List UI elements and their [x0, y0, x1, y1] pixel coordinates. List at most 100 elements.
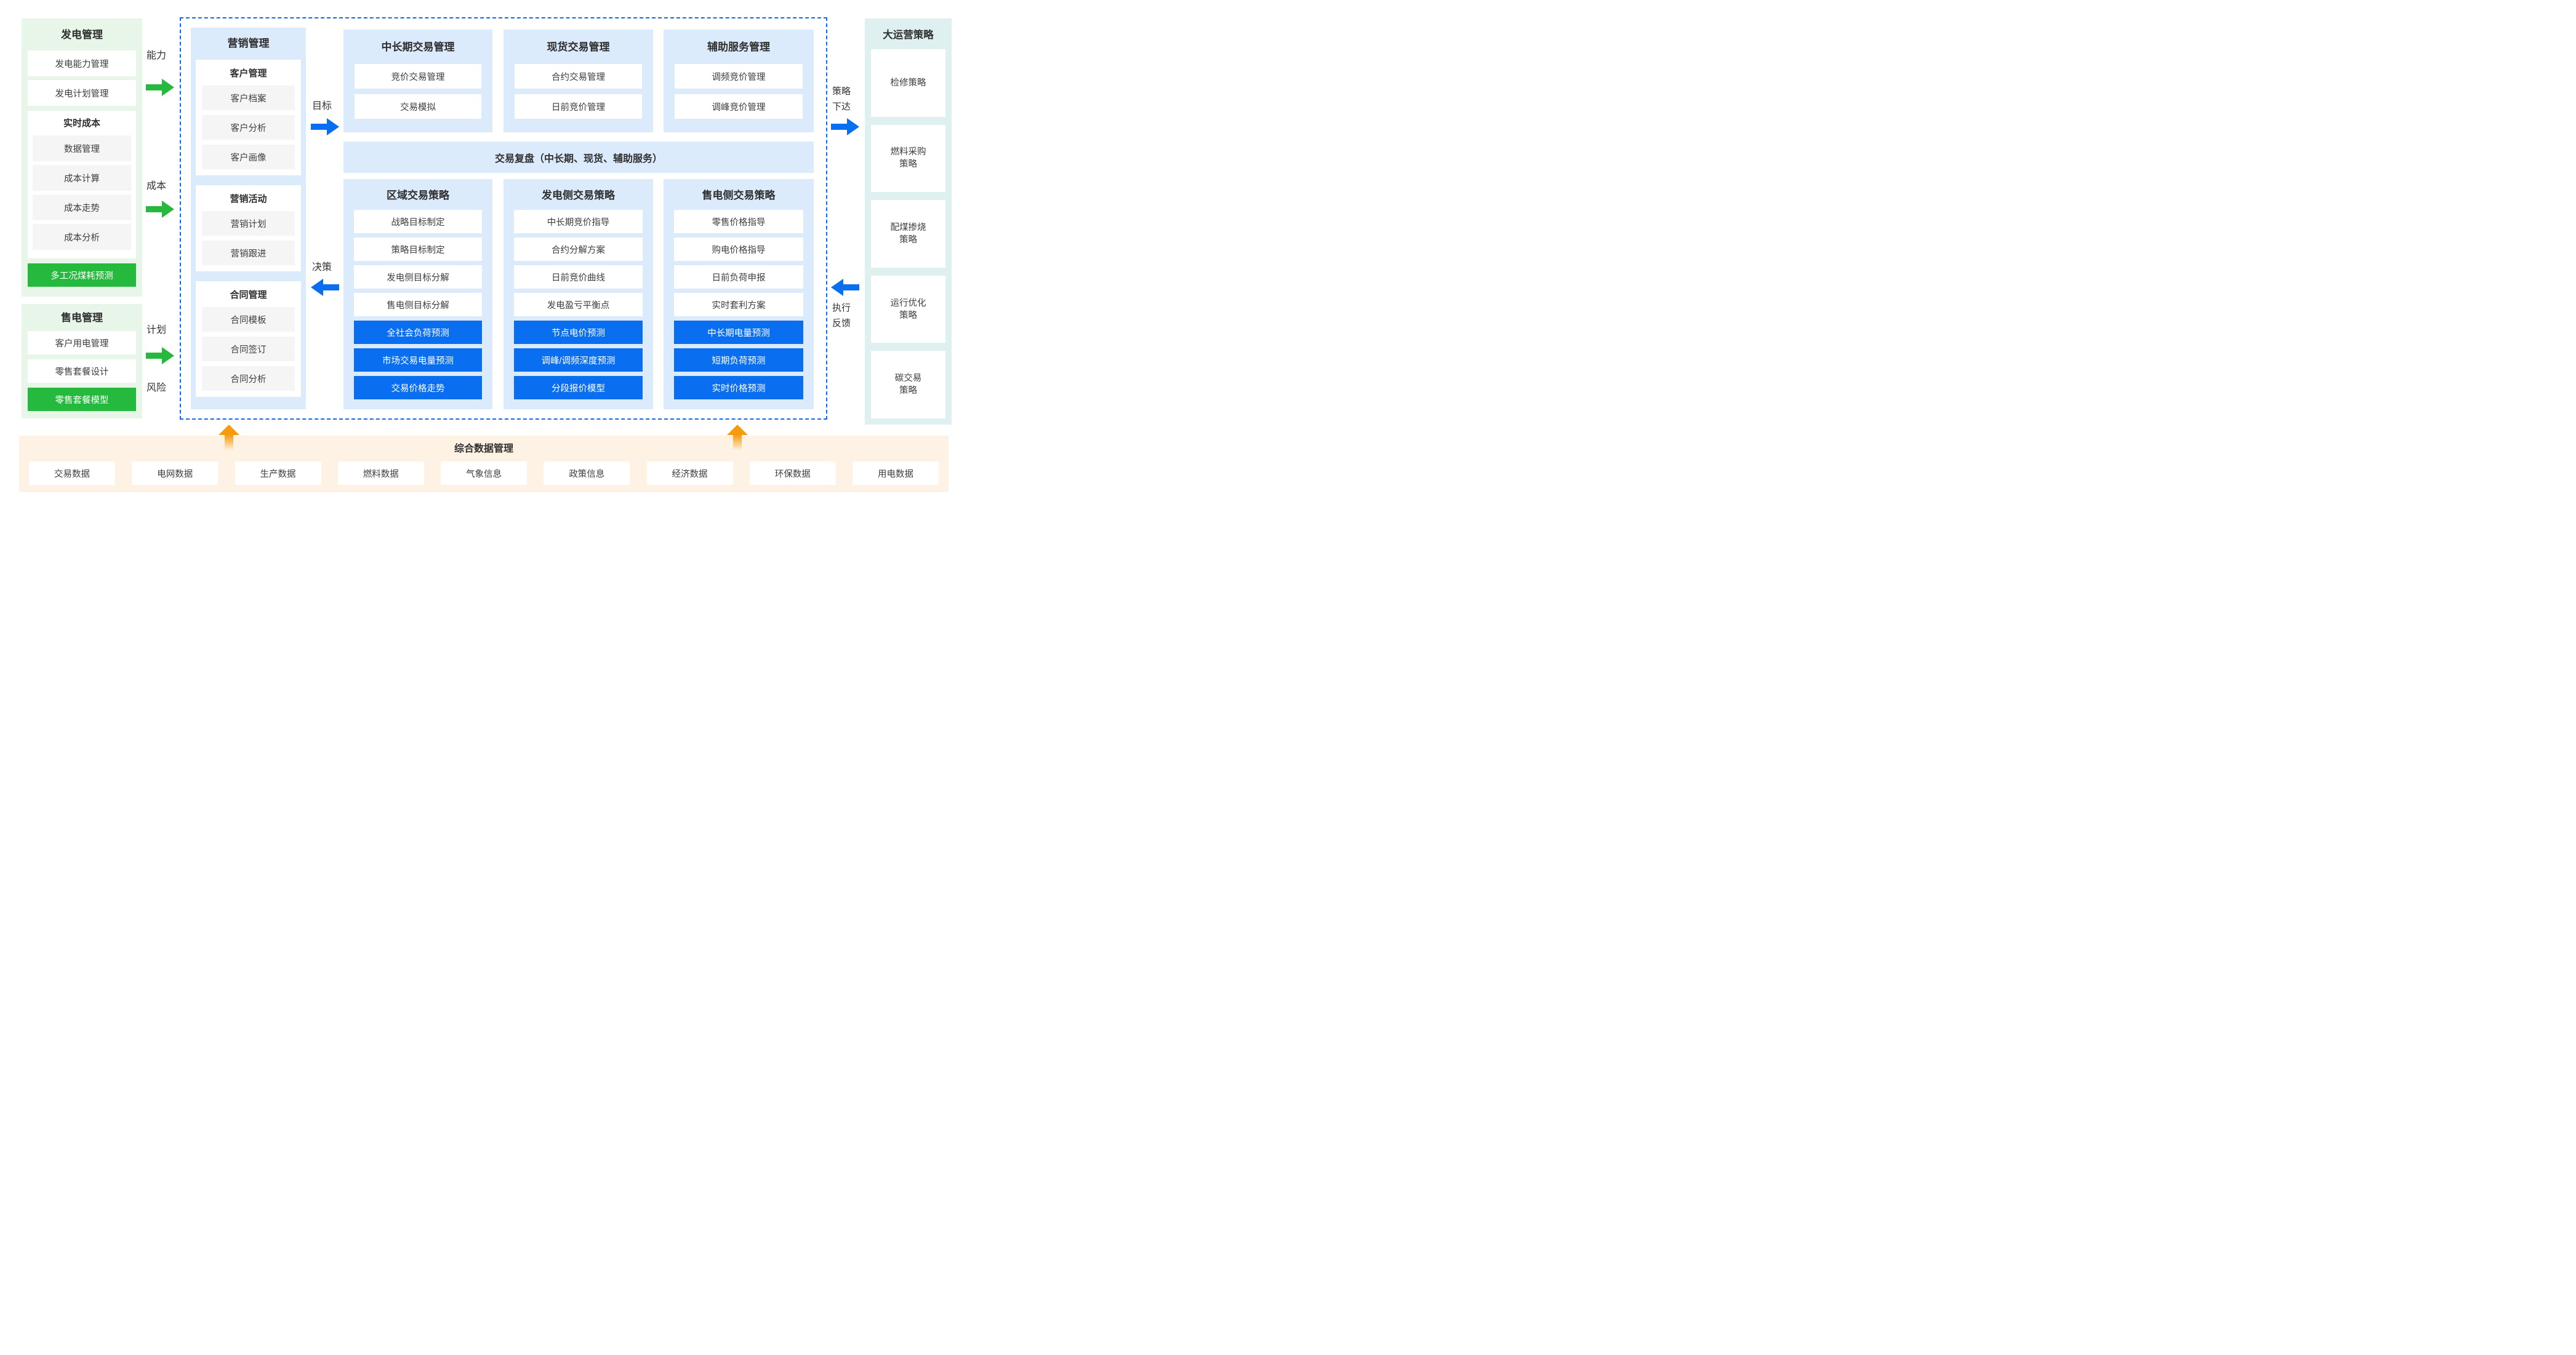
data-source-box: 交易数据 — [29, 462, 115, 485]
highlight-module-box: 短期负荷预测 — [674, 348, 803, 372]
highlight-module-box: 中长期电量预测 — [674, 321, 803, 344]
generation-side-strategy-panel: 发电侧交易策略 中长期竞价指导 合约分解方案 日前竞价曲线 发电盈亏平衡点 节点… — [504, 179, 653, 409]
data-source-row: 交易数据 电网数据 生产数据 燃料数据 气象信息 政策信息 经济数据 环保数据 … — [19, 458, 949, 485]
ability-arrow-right-icon — [146, 79, 174, 96]
panel-title: 发电管理 — [61, 29, 103, 41]
trade-review-bar: 交易复盘（中长期、现货、辅助服务） — [343, 142, 814, 173]
data-flow-up-arrow-icon — [727, 425, 748, 450]
module-box: 发电侧目标分解 — [354, 265, 482, 289]
module-box: 客户画像 — [202, 145, 295, 169]
module-box: 日前负荷申报 — [674, 265, 803, 289]
module-box: 零售价格指导 — [674, 210, 803, 233]
flow-label-ability: 能力 — [146, 50, 167, 61]
highlight-module-box: 全社会负荷预测 — [354, 321, 482, 344]
flow-label-risk: 风险 — [146, 383, 167, 393]
group-title: 实时成本 — [63, 118, 100, 129]
goal-arrow-right-icon — [311, 118, 339, 135]
module-box: 竞价交易管理 — [355, 64, 481, 89]
module-box: 发电计划管理 — [28, 80, 136, 106]
module-box: 成本分析 — [33, 224, 131, 250]
plan-arrow-right-icon — [146, 347, 174, 364]
module-box: 实时套利方案 — [674, 293, 803, 316]
module-box: 交易模拟 — [355, 94, 481, 119]
group-title: 合同管理 — [230, 290, 267, 300]
module-box: 合同签订 — [202, 337, 295, 361]
realtime-cost-group: 实时成本 数据管理 成本计算 成本走势 成本分析 — [28, 111, 136, 258]
module-box: 客户用电管理 — [28, 331, 136, 354]
panel-title: 营销管理 — [227, 38, 270, 49]
module-box: 售电侧目标分解 — [354, 293, 482, 316]
panel-title: 现货交易管理 — [547, 41, 610, 53]
mid-long-term-trade-panel: 中长期交易管理 竞价交易管理 交易模拟 — [343, 30, 492, 132]
module-box: 配煤掺烧 策略 — [871, 200, 945, 268]
module-box: 检修策略 — [871, 49, 945, 117]
panel-title: 售电管理 — [61, 312, 103, 324]
customer-management-group: 客户管理 客户档案 客户分析 客户画像 — [196, 60, 301, 175]
module-box: 合同分析 — [202, 366, 295, 391]
module-box: 发电能力管理 — [28, 50, 136, 76]
flow-label-goal: 目标 — [312, 101, 332, 111]
spot-trade-panel: 现货交易管理 合约交易管理 日前竞价管理 — [504, 30, 653, 132]
module-box: 零售套餐设计 — [28, 359, 136, 383]
module-box: 客户档案 — [202, 86, 295, 110]
module-box: 营销跟进 — [202, 241, 295, 265]
bar-title: 综合数据管理 — [454, 444, 513, 454]
sales-management-panel: 售电管理 客户用电管理 零售套餐设计 零售套餐模型 — [22, 304, 142, 418]
flow-label-plan: 计划 — [146, 325, 167, 335]
highlight-module-box: 实时价格预测 — [674, 376, 803, 399]
highlight-module-box: 交易价格走势 — [354, 376, 482, 399]
data-source-box: 气象信息 — [441, 462, 527, 485]
flow-label-cost: 成本 — [146, 181, 167, 191]
panel-title: 大运营策略 — [883, 30, 934, 41]
module-box: 客户分析 — [202, 115, 295, 140]
module-box: 合约分解方案 — [514, 238, 643, 261]
highlight-module-box: 分段报价模型 — [514, 376, 643, 399]
group-title: 客户管理 — [230, 68, 267, 79]
module-box: 成本走势 — [33, 194, 131, 220]
panel-title: 中长期交易管理 — [381, 41, 455, 53]
panel-title: 辅助服务管理 — [707, 41, 770, 53]
group-title: 营销活动 — [230, 194, 267, 204]
module-box: 营销计划 — [202, 211, 295, 236]
highlight-module-box: 节点电价预测 — [514, 321, 643, 344]
feedback-arrow-left-icon — [831, 279, 859, 296]
operation-strategy-panel: 大运营策略 检修策略 燃料采购 策略 配煤掺烧 策略 运行优化 策略 碳交易 策… — [865, 18, 952, 425]
data-source-box: 用电数据 — [853, 462, 939, 485]
panel-title: 发电侧交易策略 — [542, 190, 615, 201]
cost-arrow-right-icon — [146, 201, 174, 218]
module-box: 日前竞价管理 — [515, 94, 642, 119]
module-box: 发电盈亏平衡点 — [514, 293, 643, 316]
data-flow-up-arrow-icon — [219, 425, 239, 450]
module-box: 日前竞价曲线 — [514, 265, 643, 289]
dispatch-arrow-right-icon — [831, 118, 859, 135]
highlight-module-box: 市场交易电量预测 — [354, 348, 482, 372]
module-box: 战略目标制定 — [354, 210, 482, 233]
data-source-box: 电网数据 — [132, 462, 219, 485]
module-box: 燃料采购 策略 — [871, 124, 945, 193]
module-box: 调峰竞价管理 — [675, 94, 803, 119]
flow-label-feedback: 执行 反馈 — [832, 303, 851, 329]
regional-trade-strategy-panel: 区域交易策略 战略目标制定 策略目标制定 发电侧目标分解 售电侧目标分解 全社会… — [343, 179, 492, 409]
module-box: 合同模板 — [202, 307, 295, 332]
module-box: 数据管理 — [33, 135, 131, 161]
power-trading-architecture-diagram: 发电管理 发电能力管理 发电计划管理 实时成本 数据管理 成本计算 成本走势 成… — [0, 0, 965, 508]
marketing-management-panel: 营销管理 客户管理 客户档案 客户分析 客户画像 营销活动 营销计划 营销跟进 … — [191, 28, 306, 409]
data-management-bar: 综合数据管理 交易数据 电网数据 生产数据 燃料数据 气象信息 政策信息 经济数… — [19, 436, 949, 492]
data-source-box: 生产数据 — [235, 462, 321, 485]
module-box: 策略目标制定 — [354, 238, 482, 261]
sales-side-strategy-panel: 售电侧交易策略 零售价格指导 购电价格指导 日前负荷申报 实时套利方案 中长期电… — [664, 179, 814, 409]
module-box: 成本计算 — [33, 165, 131, 191]
data-source-box: 环保数据 — [749, 462, 836, 485]
generation-management-panel: 发电管理 发电能力管理 发电计划管理 实时成本 数据管理 成本计算 成本走势 成… — [22, 18, 142, 297]
highlight-module-box: 调峰/调频深度预测 — [514, 348, 643, 372]
module-box: 合约交易管理 — [515, 64, 642, 89]
module-box: 购电价格指导 — [674, 238, 803, 261]
module-box: 运行优化 策略 — [871, 275, 945, 343]
module-box: 碳交易 策略 — [871, 351, 945, 418]
decision-arrow-left-icon — [311, 279, 339, 296]
highlight-module-box: 多工况煤耗预测 — [28, 263, 136, 287]
core-dashed-border — [180, 17, 827, 420]
highlight-module-box: 零售套餐模型 — [28, 388, 136, 411]
module-box: 调频竞价管理 — [675, 64, 803, 89]
panel-title: 区域交易策略 — [387, 190, 449, 201]
